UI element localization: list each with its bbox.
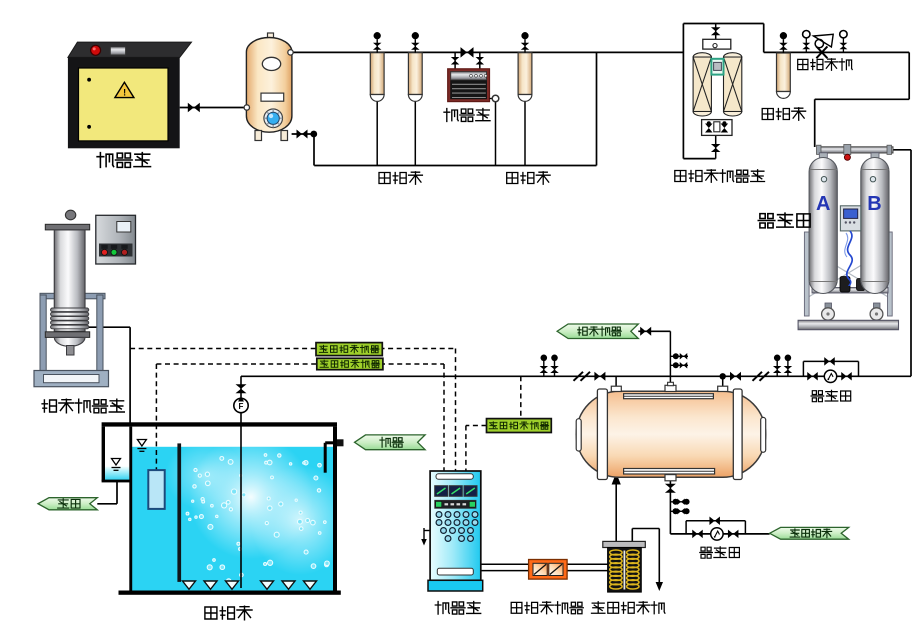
svg-text:A: A [816,193,830,215]
svg-text:!: ! [123,88,126,98]
svg-text:F: F [239,402,244,411]
svg-text:B: B [867,193,881,215]
